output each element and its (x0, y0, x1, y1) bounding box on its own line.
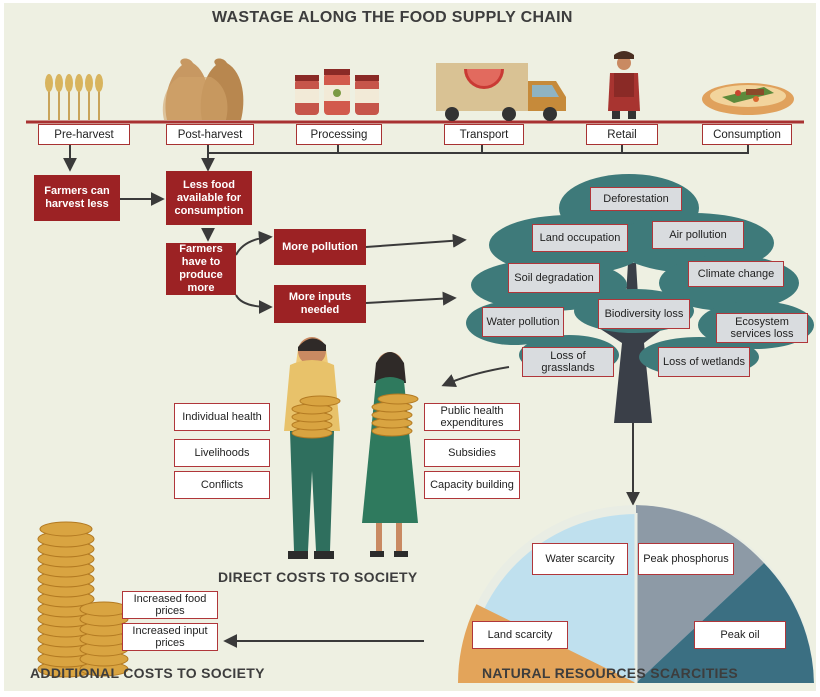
peak-phosphorus-label: Peak phosphorus (638, 543, 734, 575)
shopkeeper-icon (608, 51, 640, 119)
more-pollution-box: More pollution (274, 229, 366, 265)
air-pollution-label: Air pollution (652, 221, 744, 249)
water-pollution-label: Water pollution (482, 307, 564, 337)
cost-livelihoods: Livelihoods (174, 439, 270, 467)
produce-more-box: Farmers have to produce more (166, 243, 236, 295)
grain-sacks-icon (162, 58, 244, 120)
jars-icon (295, 69, 379, 115)
climate-change-label: Climate change (688, 261, 784, 287)
scarcities-title: NATURAL RESOURCES SCARCITIES (482, 665, 739, 681)
scarcities-pie (458, 505, 814, 683)
land-occupation-label: Land occupation (532, 224, 628, 252)
cost-food-prices: Increased food prices (122, 591, 218, 619)
coins-stack-icon (37, 521, 129, 678)
page-title: WASTAGE ALONG THE FOOD SUPPLY CHAIN (212, 9, 573, 26)
cost-subsidies: Subsidies (424, 439, 520, 467)
ecosystem-services-loss-label: Ecosystem services loss (716, 313, 808, 343)
woman-figure (362, 352, 419, 557)
peak-oil-label: Peak oil (694, 621, 786, 649)
direct-costs-title: DIRECT COSTS TO SOCIETY (218, 569, 418, 585)
cost-public-health: Public health expenditures (424, 403, 520, 431)
stage-consumption: Consumption (702, 124, 792, 145)
man-figure (284, 337, 341, 559)
wheat-icon (45, 74, 103, 120)
cost-individual-health: Individual health (174, 403, 270, 431)
additional-costs-title: ADDITIONAL COSTS TO SOCIETY (30, 665, 265, 681)
loss-wetlands-label: Loss of wetlands (658, 347, 750, 377)
stage-processing: Processing (296, 124, 382, 145)
more-inputs-box: More inputs needed (274, 285, 366, 323)
less-food-box: Less food available for consumption (166, 171, 252, 225)
cost-capacity-building: Capacity building (424, 471, 520, 499)
loss-grasslands-label: Loss of grasslands (522, 347, 614, 377)
stage-transport: Transport (444, 124, 524, 145)
water-scarcity-label: Water scarcity (532, 543, 628, 575)
soil-degradation-label: Soil degradation (508, 263, 600, 293)
deforestation-label: Deforestation (590, 187, 682, 211)
cost-input-prices: Increased input prices (122, 623, 218, 651)
truck-icon (436, 63, 566, 121)
stage-pre-harvest: Pre-harvest (38, 124, 130, 145)
stage-post-harvest: Post-harvest (166, 124, 254, 145)
land-scarcity-label: Land scarcity (472, 621, 568, 649)
farmers-harvest-less-box: Farmers can harvest less (34, 175, 120, 221)
food-plate-icon (702, 83, 794, 115)
biodiversity-loss-label: Biodiversity loss (598, 299, 690, 329)
infographic: WASTAGE ALONG THE FOOD SUPPLY CHAIN DIRE… (4, 3, 816, 691)
cost-conflicts: Conflicts (174, 471, 270, 499)
stage-retail: Retail (586, 124, 658, 145)
